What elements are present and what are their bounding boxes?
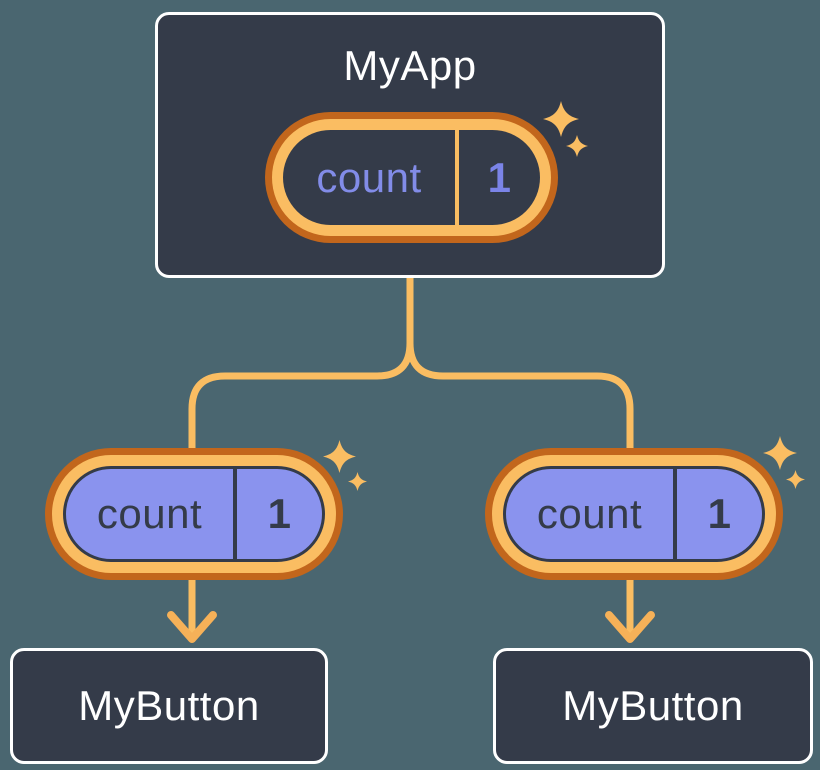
sparkle-icon	[323, 440, 356, 473]
node-title: MyButton	[562, 682, 744, 729]
sparkle-icon	[763, 436, 797, 470]
state-value: 1	[707, 490, 732, 537]
node-title: MyButton	[78, 682, 260, 729]
arrow-down-icon	[167, 611, 217, 643]
arrow-down-icon	[605, 611, 655, 643]
state-pill-myapp: count 1	[265, 112, 558, 243]
state-pill-left: count 1	[45, 448, 343, 580]
pill-ring: count 1	[272, 119, 551, 236]
sparkle-icon	[543, 101, 579, 137]
state-divider	[233, 469, 237, 559]
connector-branch-left	[188, 339, 414, 462]
state-value: 1	[487, 153, 512, 201]
pill-ring: count 1	[492, 455, 776, 573]
sparkle-icon	[348, 472, 367, 491]
state-divider	[673, 469, 677, 559]
connector-branch-right	[406, 339, 634, 462]
state-label: count	[316, 153, 422, 201]
state-label: count	[96, 490, 203, 537]
component-node-mybutton-right: MyButton	[493, 648, 813, 764]
node-title: MyApp	[343, 42, 477, 89]
component-node-mybutton-left: MyButton	[10, 648, 328, 764]
sparkle-icon	[786, 470, 805, 489]
state-label: count	[536, 490, 643, 537]
sparkle-icon	[566, 135, 588, 157]
state-value: 1	[267, 490, 292, 537]
state-divider	[455, 130, 459, 225]
pill-ring: count 1	[52, 455, 336, 573]
state-pill-right: count 1	[485, 448, 783, 580]
